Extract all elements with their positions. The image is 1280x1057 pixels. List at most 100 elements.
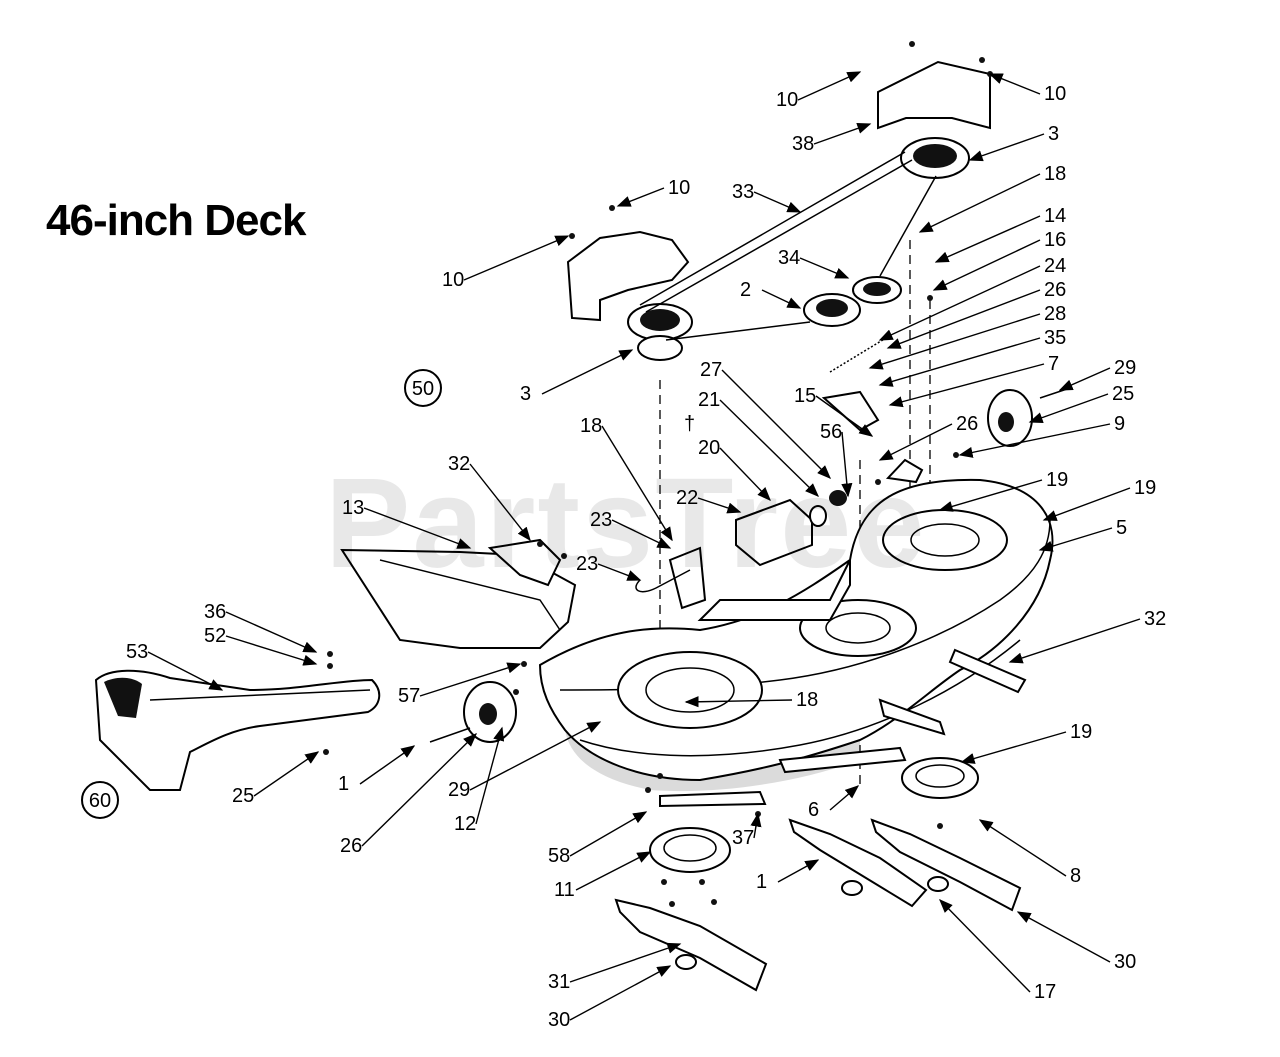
callout-number: 23 (576, 553, 598, 575)
front-bumper (94, 669, 381, 791)
idler-assembly (821, 337, 924, 484)
callout-number: 10 (1044, 83, 1066, 105)
callout-leader (419, 662, 522, 697)
callout-number: 22 (676, 487, 698, 509)
callout-leader (886, 289, 1041, 349)
callout-number: 26 (956, 413, 978, 435)
callout-leader (463, 235, 570, 281)
callout-leader (841, 431, 853, 498)
callout-leader (611, 519, 672, 549)
callout-leader (469, 463, 531, 542)
callout-leader (799, 257, 850, 279)
callout-number: 34 (778, 247, 800, 269)
callout-number: 30 (1114, 951, 1136, 973)
callout-number: 29 (448, 779, 470, 801)
callout-number: 10 (442, 269, 464, 291)
callout-leader (978, 819, 1067, 877)
callout-number: 28 (1044, 303, 1066, 325)
callout-leader (569, 942, 682, 983)
callout-leader (753, 191, 802, 213)
spindle-hubs (649, 757, 979, 873)
callout-number: 8 (1070, 865, 1081, 887)
callout-leader (934, 215, 1041, 263)
callout-leader (601, 425, 673, 542)
callout-number: 3 (520, 383, 531, 405)
callout-number: 16 (1044, 229, 1066, 251)
callout-number: 31 (548, 971, 570, 993)
callout-number: 9 (1114, 413, 1125, 435)
center-brackets (635, 490, 847, 610)
circled-assembly-label: 50 (412, 378, 434, 400)
callout-leader (475, 726, 505, 825)
callout-leader (569, 811, 648, 857)
callout-leader (1016, 911, 1111, 963)
callout-leader (721, 369, 831, 479)
callout-number: 30 (548, 1009, 570, 1031)
callout-leader (1042, 487, 1131, 521)
callout-number: 35 (1044, 327, 1066, 349)
callout-leader (697, 497, 742, 514)
circled-labels (81, 369, 442, 819)
callout-leader (960, 731, 1067, 764)
callout-leader (878, 265, 1041, 341)
callout-leader (918, 173, 1041, 233)
callout-number: 21 (698, 389, 720, 411)
callout-number: 7 (1048, 353, 1059, 375)
callout-leader (958, 423, 1111, 458)
circled-text-layer: 50 60 (89, 378, 434, 812)
callout-leader (815, 395, 874, 437)
callout-number: 33 (732, 181, 754, 203)
callout-number: 11 (554, 879, 575, 901)
callout-number: 10 (668, 177, 690, 199)
callout-number: 18 (1044, 163, 1066, 185)
dagger-symbol: † (684, 413, 695, 435)
callout-leader (684, 696, 793, 708)
callout-number: 10 (776, 89, 798, 111)
callout-number: 15 (794, 385, 816, 407)
callout-leader (878, 423, 953, 461)
callout-leader (225, 635, 318, 666)
callout-number: 24 (1044, 255, 1066, 277)
callout-number: 25 (1112, 383, 1134, 405)
callout-number: 17 (1034, 981, 1056, 1003)
diagram-title: 46-inch Deck (46, 196, 306, 245)
belt-guards (566, 60, 991, 322)
callout-leader (777, 859, 820, 883)
callout-leader (750, 812, 762, 839)
pulleys (627, 137, 970, 361)
callout-number: 13 (342, 497, 364, 519)
callout-leader (253, 751, 320, 797)
callout-number: 20 (698, 437, 720, 459)
callout-leader (569, 965, 672, 1021)
callout-number: 32 (1144, 608, 1166, 630)
callout-leader (938, 479, 1043, 512)
callout-number: 19 (1134, 477, 1156, 499)
callout-number: 6 (808, 799, 819, 821)
callout-leader (361, 733, 477, 847)
callout-leader (597, 563, 642, 581)
callout-number: 25 (232, 785, 254, 807)
callout-leader (225, 611, 318, 653)
callout-number: 18 (580, 415, 602, 437)
callout-leader (988, 73, 1041, 95)
callout-number: 2 (740, 279, 751, 301)
callout-number: 36 (204, 601, 226, 623)
callout-number: 12 (454, 813, 476, 835)
callout-number: 1 (338, 773, 349, 795)
discharge-chute (340, 538, 577, 649)
callout-leader (469, 721, 602, 791)
watermark: PartsTree (325, 452, 927, 595)
callout-number: 5 (1116, 517, 1127, 539)
callout-leader (1058, 367, 1111, 391)
callout-leader (829, 785, 860, 811)
circled-assembly-label: 60 (89, 790, 111, 812)
gauge-wheels (429, 387, 1071, 743)
callout-number: 32 (448, 453, 470, 475)
callout-leader (363, 507, 472, 549)
callout-number: 58 (548, 845, 570, 867)
callout-number: 23 (590, 509, 612, 531)
callout-number: 26 (1044, 279, 1066, 301)
callout-number: 38 (792, 133, 814, 155)
